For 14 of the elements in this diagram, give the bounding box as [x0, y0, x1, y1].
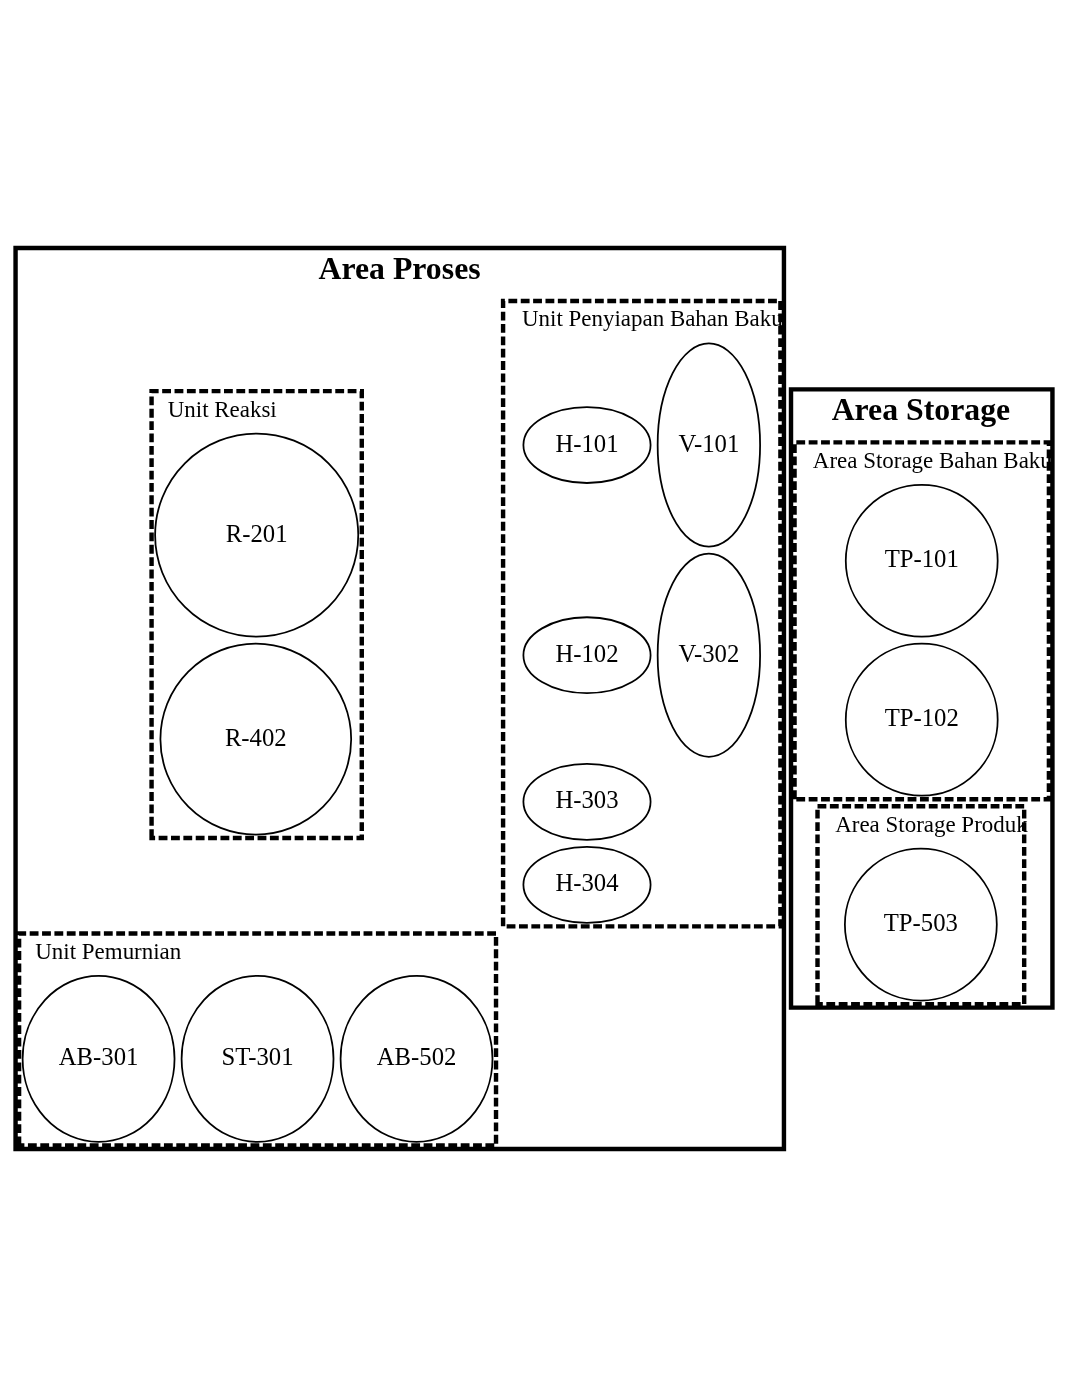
node-ellipse: H-303	[522, 762, 652, 841]
node-ellipse: H-101	[522, 406, 652, 484]
node-ellipse: H-102	[522, 616, 652, 695]
node-circle: AB-502	[339, 974, 494, 1143]
node-circle: TP-503	[844, 847, 998, 1002]
node-circle: ST-301	[180, 974, 335, 1143]
node-circle: AB-301	[21, 974, 176, 1143]
node-circle: R-402	[159, 642, 353, 836]
node-ellipse: V-302	[656, 552, 761, 758]
node-circle: TP-101	[844, 483, 999, 638]
node-ellipse: H-304	[522, 846, 652, 924]
node-circle: TP-102	[844, 642, 999, 797]
node-ellipse: V-101	[656, 342, 761, 548]
node-circle: R-201	[154, 432, 360, 638]
